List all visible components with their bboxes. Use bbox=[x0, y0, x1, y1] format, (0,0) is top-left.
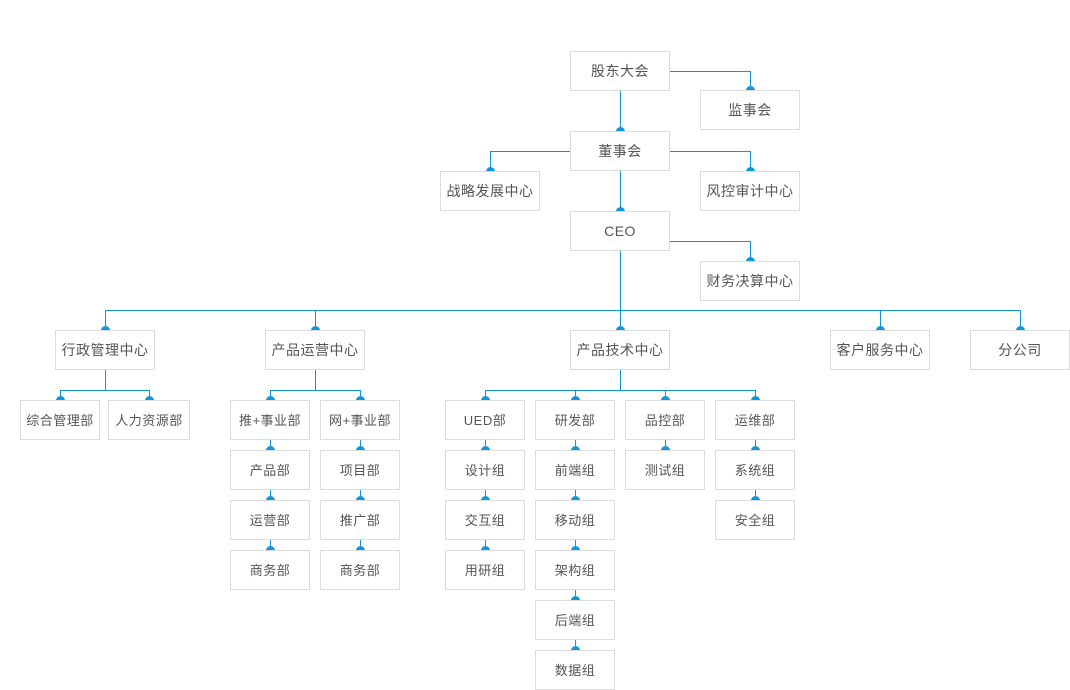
org-node-n2[interactable]: 监事会 bbox=[700, 90, 800, 130]
connector-line-trunk-drop-product-tech bbox=[620, 310, 621, 330]
connector-line-chain-c3 bbox=[485, 540, 486, 550]
connector-line-chain-d2 bbox=[575, 490, 576, 500]
connector-line-trunk-drop-product-ops bbox=[315, 310, 316, 330]
connector-line-chain-b1 bbox=[360, 440, 361, 450]
org-node-n10[interactable]: 产品技术中心 bbox=[570, 330, 670, 370]
connector-line-tech-drop-1 bbox=[485, 390, 486, 400]
connector-line-tech-drop-4 bbox=[755, 390, 756, 400]
connector-line-trunk-drop-customer bbox=[880, 310, 881, 330]
connector-line-chain-d3 bbox=[575, 540, 576, 550]
connector-line-chain-c1 bbox=[485, 440, 486, 450]
org-node-n8[interactable]: 行政管理中心 bbox=[55, 330, 155, 370]
org-node-n19[interactable]: 运营部 bbox=[230, 500, 310, 540]
connector-line-chain-d4 bbox=[575, 590, 576, 600]
connector-line-ops-bar bbox=[270, 390, 360, 391]
org-node-n30[interactable]: 系统组 bbox=[715, 450, 795, 490]
connector-line-shareholders-to-board-v bbox=[620, 91, 621, 131]
connector-line-ops-stem bbox=[315, 370, 316, 390]
org-node-n17[interactable]: 产品部 bbox=[230, 450, 310, 490]
connector-line-chain-d1 bbox=[575, 440, 576, 450]
org-node-n9[interactable]: 产品运营中心 bbox=[265, 330, 365, 370]
connector-line-board-to-risk-h bbox=[670, 151, 750, 152]
org-node-n24[interactable]: 研发部 bbox=[535, 400, 615, 440]
connector-line-shareholders-to-supervisors-v bbox=[750, 71, 751, 90]
org-node-n21[interactable]: 商务部 bbox=[230, 550, 310, 590]
connector-line-tech-stem bbox=[620, 370, 621, 390]
connector-line-ceo-to-finance-h bbox=[670, 241, 750, 242]
org-node-n27[interactable]: 设计组 bbox=[445, 450, 525, 490]
org-node-n15[interactable]: 推+事业部 bbox=[230, 400, 310, 440]
org-node-n13[interactable]: 综合管理部 bbox=[20, 400, 100, 440]
org-node-n23[interactable]: UED部 bbox=[445, 400, 525, 440]
org-node-n12[interactable]: 分公司 bbox=[970, 330, 1070, 370]
connector-line-board-to-strategy-h bbox=[490, 151, 570, 152]
connector-line-chain-c2 bbox=[485, 490, 486, 500]
org-node-n14[interactable]: 人力资源部 bbox=[108, 400, 190, 440]
org-node-n3[interactable]: 董事会 bbox=[570, 131, 670, 171]
connector-line-trunk-drop-branch bbox=[1020, 310, 1021, 330]
org-node-n22[interactable]: 商务部 bbox=[320, 550, 400, 590]
org-node-n37[interactable]: 数据组 bbox=[535, 650, 615, 690]
org-node-n25[interactable]: 品控部 bbox=[625, 400, 705, 440]
connector-line-chain-b3 bbox=[360, 540, 361, 550]
org-node-n29[interactable]: 测试组 bbox=[625, 450, 705, 490]
org-node-n18[interactable]: 项目部 bbox=[320, 450, 400, 490]
connector-line-chain-e1 bbox=[665, 440, 666, 450]
connector-line-board-to-ceo-v bbox=[620, 171, 621, 211]
connector-line-chain-f2 bbox=[755, 490, 756, 500]
connector-line-ceo-trunk-stem bbox=[620, 251, 621, 310]
connector-line-tech-drop-3 bbox=[665, 390, 666, 400]
org-node-n34[interactable]: 用研组 bbox=[445, 550, 525, 590]
connector-line-admin-bar bbox=[60, 390, 150, 391]
org-node-n36[interactable]: 后端组 bbox=[535, 600, 615, 640]
connector-line-chain-a3 bbox=[270, 540, 271, 550]
connector-line-tech-bar bbox=[485, 390, 755, 391]
org-node-n32[interactable]: 移动组 bbox=[535, 500, 615, 540]
org-node-n26[interactable]: 运维部 bbox=[715, 400, 795, 440]
org-node-n1[interactable]: 股东大会 bbox=[570, 51, 670, 91]
connector-line-chain-a1 bbox=[270, 440, 271, 450]
connector-line-admin-stem bbox=[105, 370, 106, 390]
connector-line-ops-drop-1 bbox=[270, 390, 271, 400]
org-node-n20[interactable]: 推广部 bbox=[320, 500, 400, 540]
org-node-n31[interactable]: 交互组 bbox=[445, 500, 525, 540]
connector-line-ceo-trunk-bar bbox=[105, 310, 1020, 311]
connector-line-board-to-strategy-v bbox=[490, 151, 491, 171]
org-node-n33[interactable]: 安全组 bbox=[715, 500, 795, 540]
connector-line-admin-drop-1 bbox=[60, 390, 61, 400]
connector-line-chain-f1 bbox=[755, 440, 756, 450]
connector-line-chain-a2 bbox=[270, 490, 271, 500]
org-node-n5[interactable]: 风控审计中心 bbox=[700, 171, 800, 211]
connector-line-shareholders-to-supervisors-h bbox=[670, 71, 750, 72]
org-node-n28[interactable]: 前端组 bbox=[535, 450, 615, 490]
org-node-n6[interactable]: CEO bbox=[570, 211, 670, 251]
org-node-n16[interactable]: 网+事业部 bbox=[320, 400, 400, 440]
org-node-n7[interactable]: 财务决算中心 bbox=[700, 261, 800, 301]
org-node-n35[interactable]: 架构组 bbox=[535, 550, 615, 590]
connector-line-admin-drop-2 bbox=[149, 390, 150, 400]
connector-line-ceo-to-finance-v bbox=[750, 241, 751, 261]
org-node-n4[interactable]: 战略发展中心 bbox=[440, 171, 540, 211]
connector-line-chain-d5 bbox=[575, 640, 576, 650]
connector-line-tech-drop-2 bbox=[575, 390, 576, 400]
connector-line-chain-b2 bbox=[360, 490, 361, 500]
connector-line-trunk-drop-admin bbox=[105, 310, 106, 330]
connector-line-ops-drop-2 bbox=[360, 390, 361, 400]
org-node-n11[interactable]: 客户服务中心 bbox=[830, 330, 930, 370]
connector-line-board-to-risk-v bbox=[750, 151, 751, 171]
